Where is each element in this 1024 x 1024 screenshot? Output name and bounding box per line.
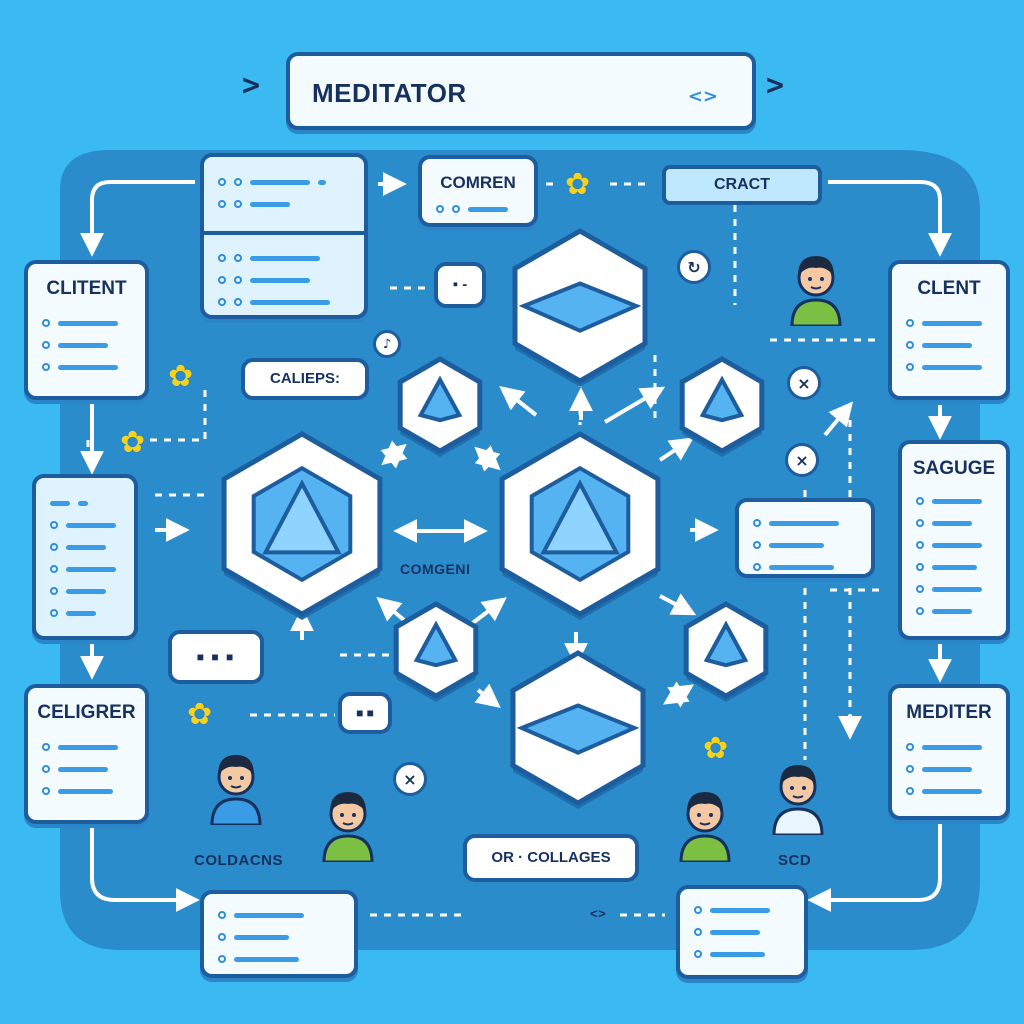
comgen-label: COMGENI: [400, 561, 471, 577]
hex-node-lower-right[interactable]: [683, 601, 769, 702]
hex-node-top[interactable]: [512, 228, 648, 387]
avatar-left-2: [318, 782, 378, 864]
hex-node-left[interactable]: [221, 431, 383, 620]
flower-icon: ✿: [187, 697, 213, 732]
connector-top-left: [80, 180, 195, 257]
clitent-label: CLITENT: [46, 278, 127, 299]
scd-label: SCD: [778, 852, 812, 869]
avatar-top-right: [786, 246, 846, 328]
celigrer-card[interactable]: CELIGRER: [24, 684, 149, 824]
comren-card[interactable]: COMREN: [418, 155, 538, 227]
flower-icon: ✿: [168, 359, 194, 394]
bottom-right-list-card[interactable]: [676, 885, 808, 979]
mediter-card[interactable]: MEDITER: [888, 684, 1010, 820]
chat-bubble-icon: ■ ■ ■: [168, 630, 264, 684]
page-title: MEDITATOR: [312, 78, 467, 108]
clitent-card[interactable]: CLITENT: [24, 260, 149, 400]
flower-icon: ✿: [703, 731, 729, 766]
close-icon[interactable]: ×: [393, 762, 427, 796]
chat-bubble-icon: ▪ -: [434, 262, 486, 308]
cract-pill[interactable]: CRACT: [662, 165, 822, 205]
code-icon: <>: [687, 86, 718, 107]
close-icon[interactable]: ×: [785, 443, 819, 477]
hex-node-lower-left[interactable]: [393, 601, 479, 702]
bell-icon: ♪: [373, 330, 401, 358]
avatar-bottom-center: [675, 782, 735, 864]
connector-bottom-left: [90, 825, 200, 912]
saguge-label: SAGUGE: [912, 458, 996, 479]
connector-bottom-right: [807, 820, 942, 912]
avatar-left-1: [206, 745, 266, 827]
code-icon: <>: [590, 906, 607, 921]
caliems-bubble[interactable]: CALIEPS:: [241, 358, 369, 400]
title-bar[interactable]: MEDITATOR <>: [286, 52, 756, 130]
collages-bubble[interactable]: OR · COLLAGES: [463, 834, 639, 882]
clent-card[interactable]: CLENT: [888, 260, 1010, 400]
celigrer-label: CELIGRER: [37, 702, 136, 723]
chat-bubble-icon: ■ ■: [338, 692, 392, 734]
clent-label: CLENT: [917, 278, 981, 299]
coldacns-label: COLDACNS: [194, 852, 283, 869]
top-left-list-card[interactable]: [200, 153, 368, 319]
close-icon[interactable]: ×: [787, 366, 821, 400]
connector-top-right: [828, 180, 952, 257]
comren-label: COMREN: [440, 173, 516, 192]
bottom-left-list-card[interactable]: [200, 890, 358, 978]
saguge-card[interactable]: SAGUGE: [898, 440, 1010, 640]
chevron-right-icon: >: [766, 68, 785, 103]
flower-icon: ✿: [565, 167, 591, 202]
flower-icon: ✿: [120, 425, 146, 460]
refresh-icon: ↻: [677, 250, 711, 284]
right-mid-list-card[interactable]: [735, 498, 875, 578]
mediter-label: MEDITER: [906, 702, 992, 723]
left-list-card[interactable]: [32, 474, 138, 640]
hex-node-center[interactable]: [499, 431, 661, 620]
hex-node-bottom[interactable]: [510, 650, 646, 809]
hex-node-upper-left[interactable]: [397, 356, 483, 457]
avatar-right: [768, 755, 828, 837]
hex-node-upper-right[interactable]: [679, 356, 765, 457]
chevron-left-icon: >: [242, 68, 261, 103]
